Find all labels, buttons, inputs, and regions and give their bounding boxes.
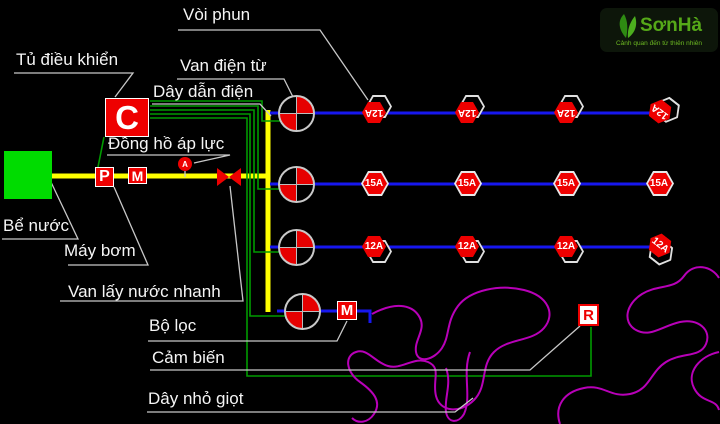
solenoid-valve-circle xyxy=(284,293,321,330)
brand-logo: SơnHà Cảnh quan đến từ thiên nhiên xyxy=(600,8,718,52)
pump-motor-box: M xyxy=(128,167,147,184)
controller-letter: C xyxy=(115,98,139,136)
sprinkler-nozzle-hexagon: 15A xyxy=(361,171,391,198)
sprinkler-nozzle-hexagon: 12A xyxy=(361,95,392,127)
label-electric-wire: Dây dẫn điện xyxy=(153,82,254,101)
label-solenoid-valve: Van điện từ xyxy=(180,56,267,75)
electric-wires xyxy=(97,100,592,377)
gauge-letter: A xyxy=(182,159,188,169)
sprinkler-nozzle-hexagon: 15A xyxy=(553,171,583,198)
nozzle-model-text: 12A xyxy=(364,241,384,252)
nozzle-model-text: 12A xyxy=(364,107,384,118)
label-sensor: Cảm biến xyxy=(152,348,225,367)
sprinkler-nozzle-hexagon: 12A xyxy=(361,234,392,263)
quick-coupling-valve-icon xyxy=(217,168,241,186)
label-sprinkler: Vòi phun xyxy=(183,5,251,24)
sprinkler-nozzle-hexagon: 12A xyxy=(553,95,584,127)
sprinkler-nozzle-hexagon: 15A xyxy=(646,171,676,198)
brand-tagline: Cảnh quan đến từ thiên nhiên xyxy=(615,39,703,47)
pump-pressure-box: P xyxy=(95,167,114,187)
solenoid-valve-circle xyxy=(278,229,315,266)
rain-sensor-letter: R xyxy=(583,306,594,324)
leaf-icon xyxy=(619,13,637,38)
label-pump: Máy bơm xyxy=(64,241,136,260)
nozzle-model-text: 12A xyxy=(457,241,477,252)
brand-name: SơnHà xyxy=(639,15,703,37)
filter-box: M xyxy=(337,301,357,320)
drip-lines xyxy=(347,266,720,424)
nozzle-model-text: 15A xyxy=(649,178,669,189)
nozzle-model-text: 15A xyxy=(364,178,384,189)
sprinkler-nozzle-hexagon: 12A xyxy=(454,95,485,127)
solenoid-valve-circle xyxy=(278,166,315,203)
filter-letter: M xyxy=(340,302,354,319)
controller-box: C xyxy=(105,98,149,137)
sprinkler-nozzle-hexagon: 12A xyxy=(454,234,485,263)
nozzle-model-text: 12A xyxy=(556,107,576,118)
pump-m-letter: M xyxy=(131,167,144,184)
label-water-tank: Bể nước xyxy=(3,216,69,235)
label-controller: Tủ điều khiển xyxy=(16,50,119,69)
sprinkler-nozzle-hexagon: 12A xyxy=(553,234,584,263)
leader-lines xyxy=(2,29,581,413)
solenoid-valve-circle xyxy=(278,95,315,132)
sprinkler-nozzle-hexagon: 15A xyxy=(454,171,484,198)
label-quick-valve: Van lấy nước nhanh xyxy=(68,282,221,301)
nozzle-model-text: 12A xyxy=(457,107,477,118)
nozzle-model-text: 12A xyxy=(556,241,576,252)
label-drip-line: Dây nhỏ giọt xyxy=(148,389,244,408)
lateral-pipes xyxy=(270,111,668,323)
pressure-gauge-icon: A xyxy=(178,157,192,171)
label-pressure-gauge: Đồng hồ áp lực xyxy=(108,134,225,153)
label-filter: Bộ lọc xyxy=(149,316,197,335)
nozzle-model-text: 15A xyxy=(457,178,477,189)
water-tank xyxy=(4,151,52,199)
pump-p-letter: P xyxy=(99,168,110,185)
nozzle-model-text: 15A xyxy=(556,178,576,189)
rain-sensor-box: R xyxy=(578,304,599,326)
